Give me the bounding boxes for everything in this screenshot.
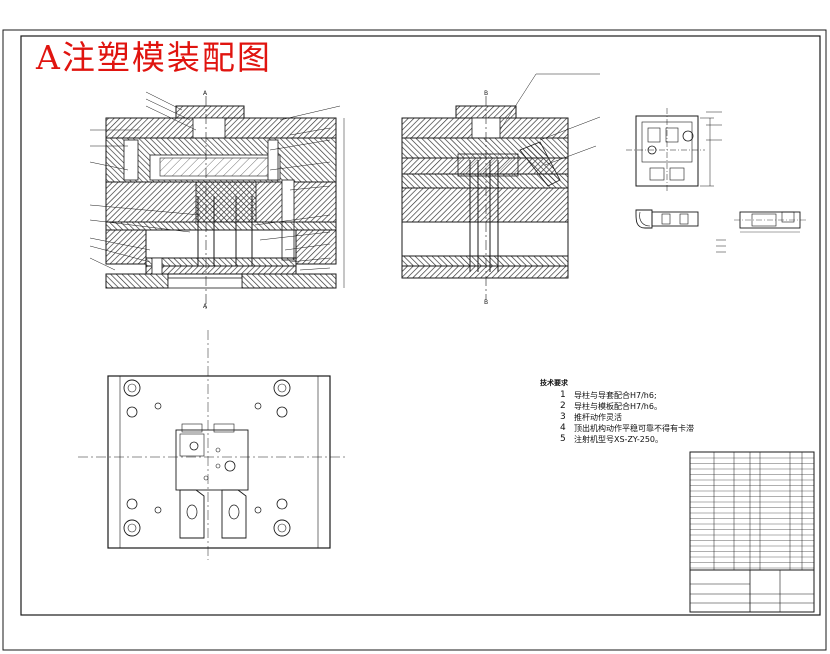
tech-requirement-item: 导柱与导套配合H7/h6; <box>574 391 657 400</box>
outer-border <box>2 29 827 651</box>
tech-requirement-item: 注射机型号XS-ZY-250。 <box>574 435 664 444</box>
tech-requirement-item: 推杆动作灵活 <box>574 413 622 422</box>
part-detail-view <box>626 108 806 253</box>
tech-requirement-number: 2 <box>560 401 566 411</box>
drawing-title: A注塑模装配图 <box>36 38 272 77</box>
section-marker-a-bottom: A <box>203 303 208 310</box>
tech-requirement-number: 4 <box>560 423 566 433</box>
section-view-b: B B <box>401 73 601 306</box>
plan-view <box>78 330 345 560</box>
tech-requirement-number: 5 <box>560 434 566 444</box>
title-block <box>689 451 815 613</box>
section-marker-a-top: A <box>203 90 208 97</box>
tech-requirement-number: 1 <box>560 390 566 400</box>
section-marker-b-bottom: B <box>484 299 488 306</box>
tech-requirement-item: 导柱与模板配合H7/h6。 <box>574 402 662 411</box>
section-marker-b-top: B <box>484 90 488 97</box>
tech-requirement-item: 顶出机构动作平稳可靠不得有卡滞 <box>574 424 694 433</box>
tech-requirements-heading: 技术要求 <box>540 379 568 387</box>
bill-of-materials-rows <box>690 457 814 569</box>
section-view-a: A A <box>89 90 345 310</box>
tech-requirement-number: 3 <box>560 412 566 422</box>
inner-border <box>20 35 821 616</box>
